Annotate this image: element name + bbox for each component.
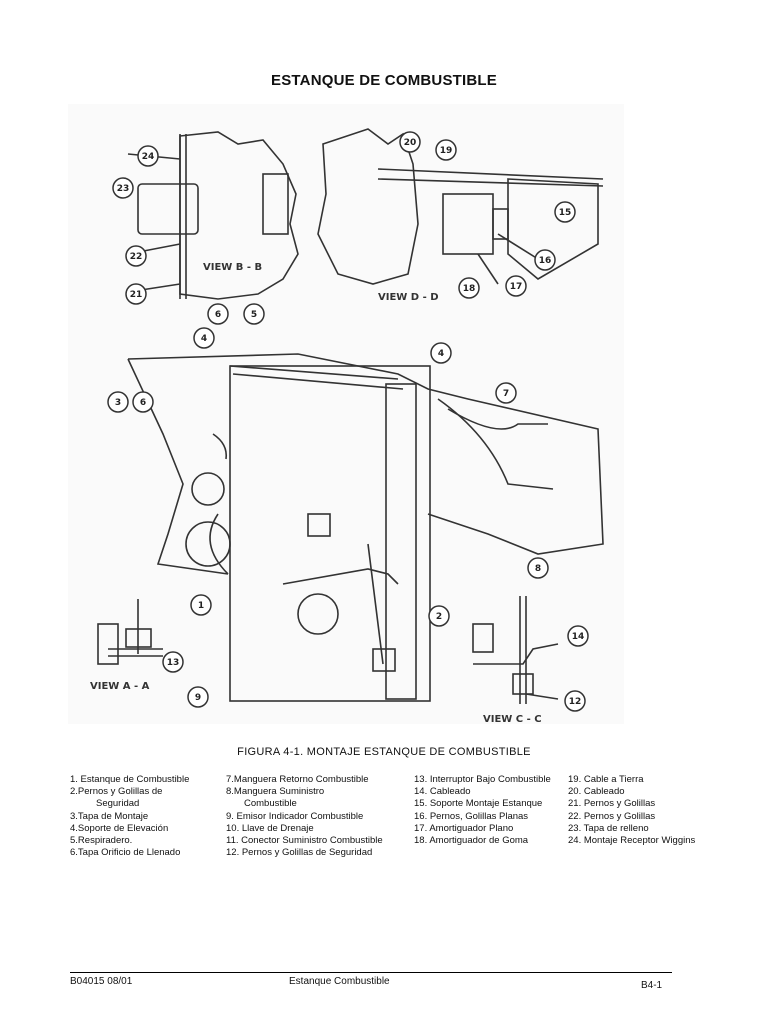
legend-item: 13. Interruptor Bajo Combustible [414,774,551,785]
callout-6b: 6 [140,398,146,408]
legend-item: 23. Tapa de relleno [568,822,649,834]
footer-page-number: B4-1 [641,980,663,991]
callout-6: 6 [215,310,221,320]
legend-item: 14. Cableado [414,786,471,798]
callout-22: 22 [130,252,143,262]
callout-20: 20 [404,138,417,148]
footer-section-title: Estanque Combustible [289,976,390,987]
legend-item: 2.Pernos y Golillas de [70,786,163,798]
view-a-a-drawing [97,599,163,665]
callout-12: 12 [569,697,582,707]
callout-15: 15 [559,208,572,218]
callout-3: 3 [115,398,121,408]
legend-item: 6.Tapa Orificio de Llenado [70,847,181,859]
legend-item: 7.Manguera Retorno Combustible [226,774,369,785]
callout-24: 24 [142,152,155,162]
legend-item: 19. Cable a Tierra [568,774,644,785]
view-label-b: VIEW B - B [203,262,262,273]
view-b-b-drawing [127,131,299,300]
callout-5: 5 [251,310,257,320]
callout-14: 14 [572,632,585,642]
view-label-a: VIEW A - A [90,681,150,692]
legend-item: 16. Pernos, Golillas Planas [414,810,529,822]
legend-item: 10. Llave de Drenaje [226,822,314,834]
legend-item: 5.Respiradero. [70,835,133,847]
footer-document-code: B04015 08/01 [70,976,133,987]
legend-item: 15. Soporte Montaje Estanque [414,798,543,810]
legend-column-4: 19. Cable a Tierra 20. Cableado 21. Pern… [568,774,695,847]
footer-divider [70,972,672,973]
legend-item: Seguridad [96,798,140,810]
legend-item: 9. Emisor Indicador Combustible [226,810,364,822]
callout-19: 19 [440,146,453,156]
view-label-d: VIEW D - D [378,292,439,303]
callout-8: 8 [535,564,541,574]
callout-13: 13 [167,658,180,668]
callout-7: 7 [503,389,509,399]
diagram-svg: VIEW B - B VIEW D - D VIEW A - A VIEW C … [90,128,604,724]
legend-item: 22. Pernos y Golillas [568,810,656,822]
legend-item: 11. Conector Suministro Combustible [226,835,383,847]
legend-item: 21. Pernos y Golillas [568,798,656,810]
callout-1: 1 [198,601,204,611]
legend-column-3: 13. Interruptor Bajo Combustible 14. Cab… [414,774,551,847]
legend-item: 12. Pernos y Golillas de Seguridad [226,847,373,859]
legend-item: 1. Estanque de Combustible [70,774,190,785]
figure-caption: FIGURA 4-1. MONTAJE ESTANQUE DE COMBUSTI… [237,746,531,758]
legend-item: 18. Amortiguador de Goma [414,835,529,847]
callout-18: 18 [463,284,476,294]
view-d-d-drawing [317,128,604,285]
fuel-tank-diagram: VIEW B - B VIEW D - D VIEW A - A VIEW C … [68,104,624,724]
callout-16: 16 [539,256,552,266]
legend-item: 17. Amortiguador Plano [414,822,514,834]
legend-column-1: 1. Estanque de Combustible 2.Pernos y Go… [70,774,189,859]
callout-21: 21 [130,290,143,300]
callout-17: 17 [510,282,523,292]
view-label-c: VIEW C - C [483,714,542,724]
callout-9: 9 [195,693,201,703]
callout-2: 2 [436,612,442,622]
legend-item: Combustible [244,798,297,810]
main-tank-drawing [127,353,604,702]
callout-4-right: 4 [438,349,444,359]
page-title: ESTANQUE DE COMBUSTIBLE [271,72,497,89]
legend-item: 3.Tapa de Montaje [70,810,149,822]
callout-23: 23 [117,184,130,194]
view-c-c-drawing [472,596,559,704]
legend-item: 8.Manguera Suministro [226,786,325,798]
legend-item: 4.Soporte de Elevación [70,822,169,834]
legend-column-2: 7.Manguera Retorno Combustible 8.Manguer… [226,774,383,859]
callout-4-left: 4 [201,334,207,344]
legend-item: 24. Montaje Receptor Wiggins [568,835,696,847]
legend-item: 20. Cableado [568,786,625,798]
